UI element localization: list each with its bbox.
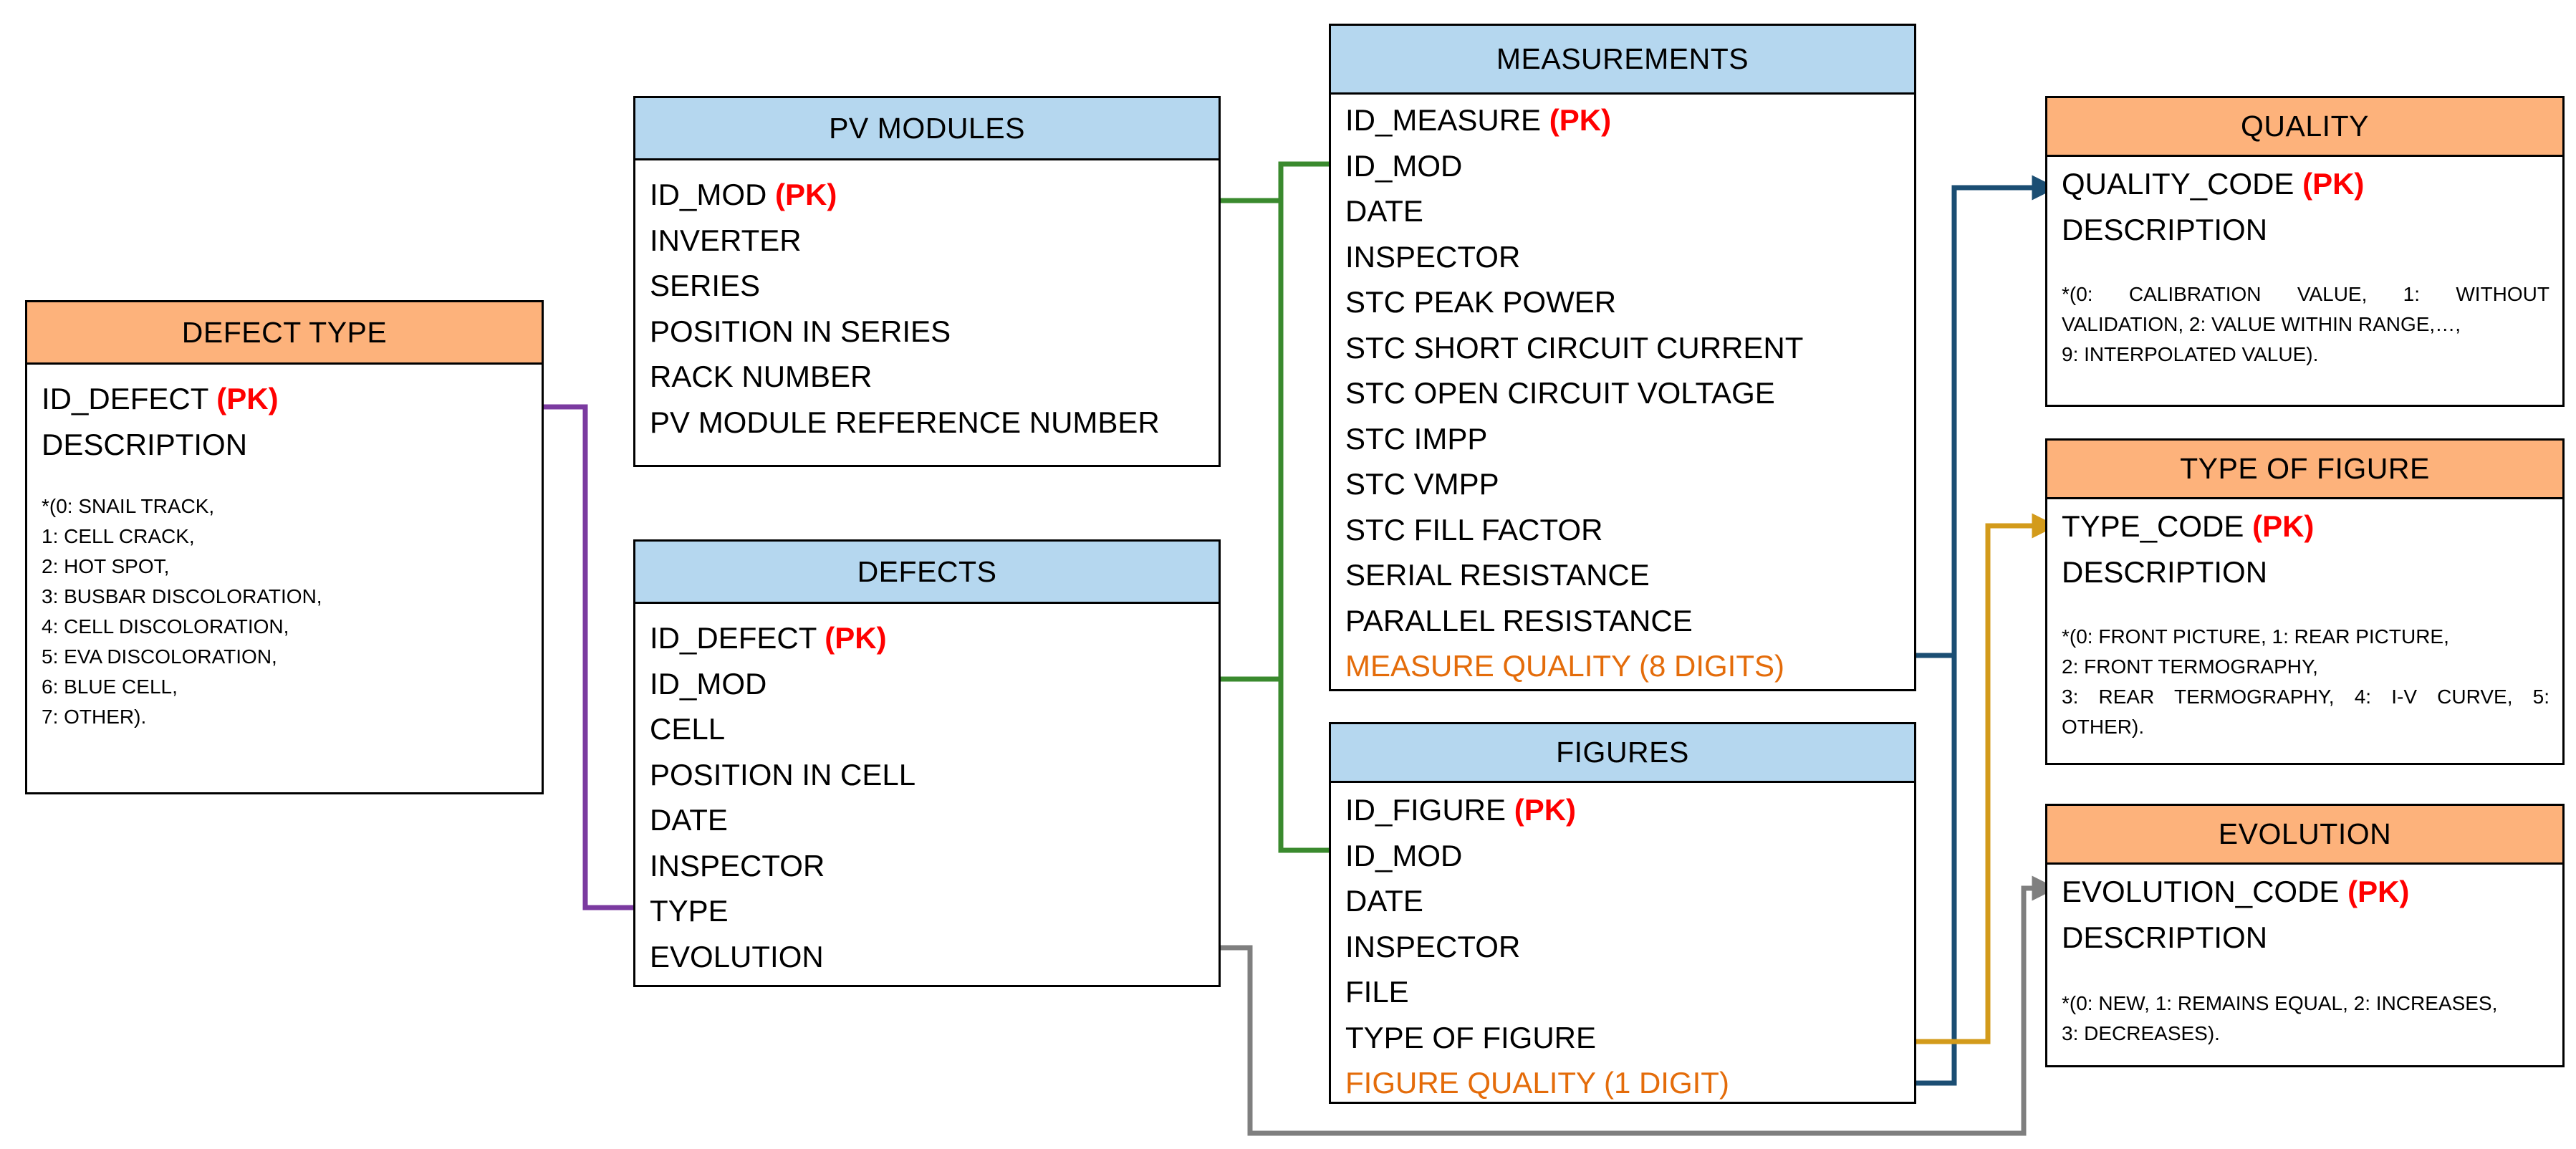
- measurements-field-stc-fill-factor: STC FILL FACTOR: [1345, 512, 1603, 547]
- defects-field-cell: CELL: [650, 712, 726, 746]
- type-of-figure-title: TYPE OF FIGURE: [2047, 441, 2562, 499]
- pk-marker: (PK): [1549, 103, 1612, 137]
- figures-field-figure-quality: FIGURE QUALITY (1 DIGIT): [1345, 1066, 1729, 1100]
- defects-field-id-mod: ID_MOD: [650, 666, 767, 701]
- figures-table: FIGURES ID_FIGURE (PK) ID_MOD DATE INSPE…: [1329, 722, 1916, 1104]
- pv-modules-field-inverter: INVERTER: [650, 223, 802, 257]
- measurements-title: MEASUREMENTS: [1331, 26, 1914, 95]
- measurements-field-id-measure: ID_MEASURE (PK): [1345, 103, 1612, 137]
- defects-field-evolution: EVOLUTION: [650, 939, 824, 973]
- measurements-field-measure-quality: MEASURE QUALITY (8 DIGITS): [1345, 649, 1784, 683]
- defects-field-position-in-cell: POSITION IN CELL: [650, 757, 916, 792]
- figures-field-type-of-figure: TYPE OF FIGURE: [1345, 1020, 1597, 1054]
- measurements-table: MEASUREMENTS ID_MEASURE (PK) ID_MOD DATE…: [1329, 24, 1916, 691]
- pk-marker: (PK): [825, 621, 887, 655]
- measurements-field-stc-short-circuit-current: STC SHORT CIRCUIT CURRENT: [1345, 330, 1804, 365]
- defect-type-table: DEFECT TYPE ID_DEFECT (PK) DESCRIPTION *…: [25, 300, 544, 794]
- pv-modules-table: PV MODULES ID_MOD (PK) INVERTER SERIES P…: [633, 96, 1221, 467]
- evolution-note: *(0: NEW, 1: REMAINS EQUAL, 2: INCREASES…: [2062, 992, 2498, 1044]
- figures-field-date: DATE: [1345, 884, 1423, 918]
- pv-modules-field-rack-number: RACK NUMBER: [650, 360, 873, 393]
- quality-table: QUALITY QUALITY_CODE (PK) DESCRIPTION *(…: [2045, 96, 2565, 407]
- defects-field-type: TYPE: [650, 894, 729, 928]
- pv-modules-title: PV MODULES: [635, 98, 1219, 160]
- quality-field-quality-code: QUALITY_CODE (PK): [2062, 167, 2365, 201]
- evolution-field-description: DESCRIPTION: [2062, 920, 2268, 954]
- type-of-figure-field-type-code: TYPE_CODE (PK): [2062, 509, 2315, 543]
- pk-marker: (PK): [775, 178, 837, 211]
- measurements-field-stc-open-circuit-voltage: STC OPEN CIRCUIT VOLTAGE: [1345, 376, 1775, 410]
- measurements-field-inspector: INSPECTOR: [1345, 239, 1521, 274]
- measurements-field-serial-resistance: SERIAL RESISTANCE: [1345, 558, 1650, 592]
- measurements-field-stc-impp: STC IMPP: [1345, 421, 1488, 456]
- measurements-field-stc-peak-power: STC PEAK POWER: [1345, 285, 1617, 319]
- quality-note: *(0: CALIBRATION VALUE, 1: WITHOUT VALID…: [2062, 283, 2549, 365]
- figures-field-inspector: INSPECTOR: [1345, 929, 1521, 963]
- defects-field-date: DATE: [650, 803, 728, 837]
- figures-field-id-mod: ID_MOD: [1345, 838, 1463, 872]
- evolution-table: EVOLUTION EVOLUTION_CODE (PK) DESCRIPTIO…: [2045, 804, 2565, 1067]
- type-of-figure-note: *(0: FRONT PICTURE, 1: REAR PICTURE, 2: …: [2062, 625, 2549, 738]
- measurements-field-id-mod: ID_MOD: [1345, 148, 1463, 183]
- pk-marker: (PK): [1514, 793, 1577, 827]
- defects-field-id-defect: ID_DEFECT (PK): [650, 621, 887, 655]
- quality-title: QUALITY: [2047, 98, 2562, 157]
- pv-modules-field-position-in-series: POSITION IN SERIES: [650, 314, 951, 348]
- defect-type-note: *(0: SNAIL TRACK, 1: CELL CRACK, 2: HOT …: [42, 495, 322, 728]
- pk-marker: (PK): [2302, 167, 2365, 201]
- defect-type-field-description: DESCRIPTION: [42, 427, 248, 461]
- defects-title: DEFECTS: [635, 542, 1219, 604]
- defects-table: DEFECTS ID_DEFECT (PK) ID_MOD CELL POSIT…: [633, 539, 1221, 987]
- defects-field-inspector: INSPECTOR: [650, 848, 825, 883]
- measurements-field-date: DATE: [1345, 194, 1423, 228]
- pk-marker: (PK): [216, 382, 279, 415]
- figures-title: FIGURES: [1331, 724, 1914, 783]
- figures-field-file: FILE: [1345, 975, 1409, 1009]
- type-of-figure-field-description: DESCRIPTION: [2062, 554, 2268, 589]
- evolution-title: EVOLUTION: [2047, 806, 2562, 865]
- measurements-field-stc-vmpp: STC VMPP: [1345, 467, 1499, 501]
- pv-modules-field-id-mod: ID_MOD (PK): [650, 178, 837, 211]
- connector-figures-idmod: [1278, 673, 1331, 853]
- quality-field-description: DESCRIPTION: [2062, 212, 2268, 246]
- pv-modules-field-series: SERIES: [650, 269, 761, 302]
- pk-marker: (PK): [2252, 509, 2315, 543]
- pv-modules-field-reference-number: PV MODULE REFERENCE NUMBER: [650, 405, 1160, 439]
- defect-type-field-id-defect: ID_DEFECT (PK): [42, 382, 279, 415]
- type-of-figure-table: TYPE OF FIGURE TYPE_CODE (PK) DESCRIPTIO…: [2045, 438, 2565, 765]
- pk-marker: (PK): [2347, 875, 2410, 908]
- evolution-field-evolution-code: EVOLUTION_CODE (PK): [2062, 875, 2410, 908]
- measurements-field-parallel-resistance: PARALLEL RESISTANCE: [1345, 603, 1693, 638]
- defect-type-title: DEFECT TYPE: [27, 302, 542, 365]
- figures-field-id-figure: ID_FIGURE (PK): [1345, 793, 1577, 827]
